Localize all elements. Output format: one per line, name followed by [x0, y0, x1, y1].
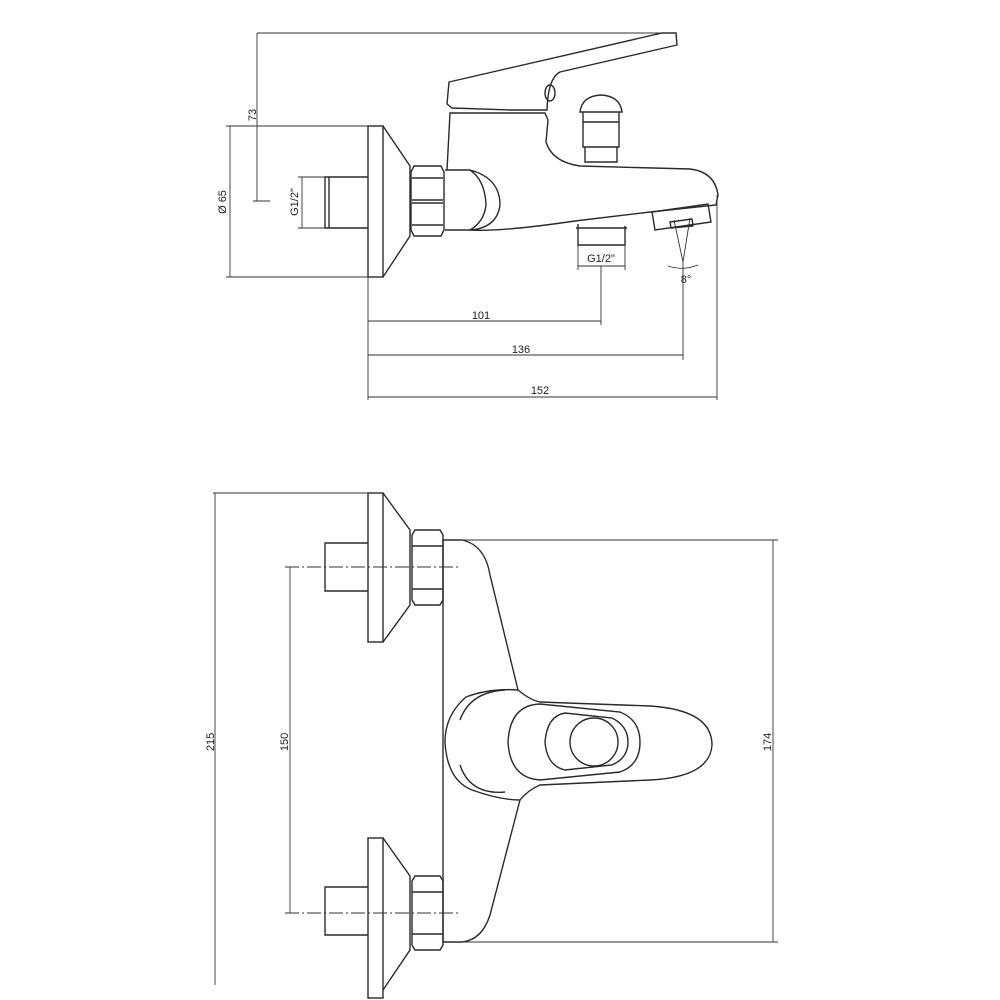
dim-65-lines: [226, 125, 368, 278]
spout-angle-label: 8°: [681, 274, 692, 286]
lever-cap: [569, 717, 619, 767]
outlet-nut: [576, 224, 627, 246]
side-view: 73 Ø 65 G1/2" G1/2" 8° 101 136 152: [217, 32, 719, 400]
valve-body: [446, 112, 719, 231]
dim-152-label: 152: [531, 385, 549, 397]
inlet-pipe-lower: [324, 886, 368, 936]
plate-cone-lower: [382, 837, 411, 991]
lever-pivot: [544, 84, 556, 102]
dim-215-label: 215: [205, 733, 217, 751]
aerator: [651, 203, 712, 231]
diverter-knob: [579, 94, 623, 163]
plate-cone: [382, 125, 411, 278]
dim-101-label: 101: [472, 310, 490, 322]
hex-nut: [410, 165, 445, 237]
outlet-thread-label: G1/2": [587, 253, 615, 265]
wall-plate: [367, 125, 384, 278]
dim-73-lines: [253, 32, 676, 202]
handle-base-inner: [459, 689, 506, 793]
plate-cone-upper: [382, 492, 411, 643]
dim-174-lines: [462, 539, 778, 943]
dim-73-label: 73: [247, 109, 259, 121]
lever-handle: [446, 32, 678, 111]
swivel-edge: [469, 169, 487, 231]
dim-inlet-lines: [298, 176, 325, 229]
wall-plate-upper: [367, 492, 384, 643]
hex-nut-lower: [411, 875, 444, 951]
dim-65-label: Ø 65: [217, 190, 229, 214]
inlet-pipe: [324, 176, 368, 229]
swivel-elbow: [445, 169, 501, 231]
body-outline: [443, 539, 713, 943]
dim-136-label: 136: [512, 344, 530, 356]
dim-215-lines: [213, 492, 370, 985]
dim-150-label: 150: [279, 733, 291, 751]
dim-174-label: 174: [762, 733, 774, 751]
inlet-thread-label: G1/2": [289, 188, 301, 216]
top-view: 215 150 174: [205, 492, 778, 999]
center-lines: [285, 566, 458, 914]
extension-lines: [367, 195, 718, 400]
handle-base: [444, 688, 521, 801]
lever-recess: [544, 712, 629, 771]
hex-nut-upper: [411, 529, 444, 606]
lever-top: [507, 703, 641, 781]
wall-plate-lower: [367, 837, 384, 999]
dim-outlet-thread-lines: [577, 245, 626, 270]
